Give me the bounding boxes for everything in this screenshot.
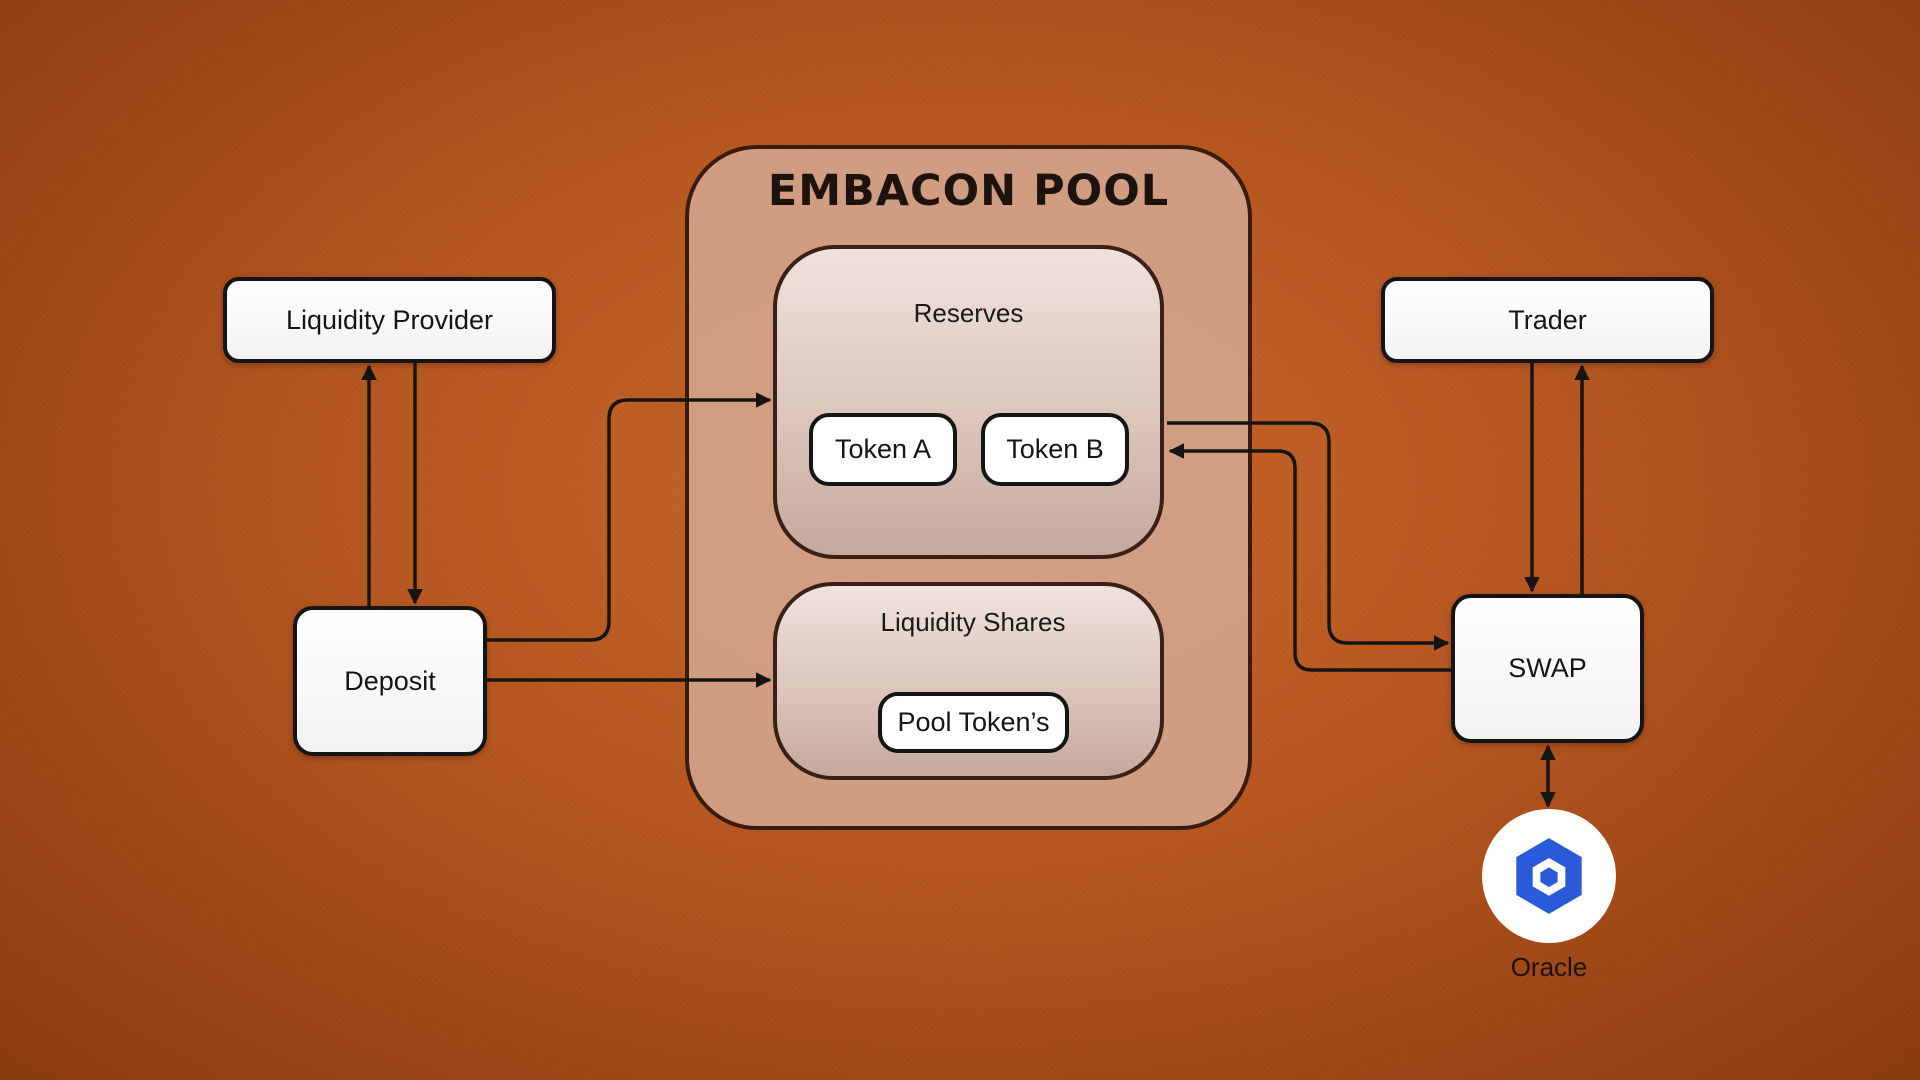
liquidity-shares-box bbox=[773, 582, 1164, 780]
deposit-node[interactable]: Deposit bbox=[293, 606, 487, 756]
oracle-label: Oracle bbox=[1510, 952, 1588, 982]
arrow-deposit-to-reserves bbox=[487, 392, 772, 642]
pool-tokens-node[interactable]: Pool Token’s bbox=[878, 692, 1069, 753]
oracle-node[interactable] bbox=[1482, 809, 1616, 943]
liquidity-provider-node[interactable]: Liquidity Provider bbox=[223, 277, 556, 363]
token-b-node[interactable]: Token B bbox=[981, 413, 1129, 486]
swap-node[interactable]: SWAP bbox=[1451, 594, 1644, 743]
reserves-box bbox=[773, 245, 1164, 559]
chainlink-hexagon-icon bbox=[1516, 838, 1582, 914]
pool-title: EMBACON POOL bbox=[767, 166, 1170, 216]
liquidity-shares-label: Liquidity Shares bbox=[880, 607, 1066, 637]
reserves-label: Reserves bbox=[913, 298, 1024, 328]
arrow-swap-to-reserves bbox=[1168, 443, 1451, 672]
trader-node[interactable]: Trader bbox=[1381, 277, 1714, 363]
arrow-reserves-to-swap bbox=[1167, 421, 1450, 651]
token-a-node[interactable]: Token A bbox=[809, 413, 957, 486]
